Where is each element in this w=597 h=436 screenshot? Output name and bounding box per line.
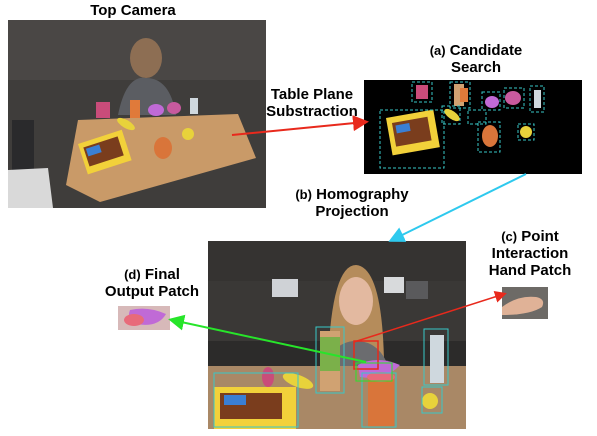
hand-patch-image: [502, 287, 548, 319]
top-camera-label: Top Camera: [90, 2, 176, 19]
candidate-boxes: [379, 81, 545, 169]
candidate-search-image: [364, 80, 582, 174]
subtraction-label: Table Plane Substraction: [266, 86, 358, 120]
top-camera-image: [8, 20, 266, 208]
homography-label: (b) Homography Projection: [295, 186, 409, 220]
candidate-search-label: (a) Candidate Search: [429, 42, 523, 76]
point-interaction-label: (c) Point Interaction Hand Patch: [488, 228, 572, 279]
final-output-patch-image: [118, 306, 170, 330]
main-scene-image: [208, 241, 466, 429]
final-output-label: (d) Final Output Patch: [104, 266, 200, 300]
